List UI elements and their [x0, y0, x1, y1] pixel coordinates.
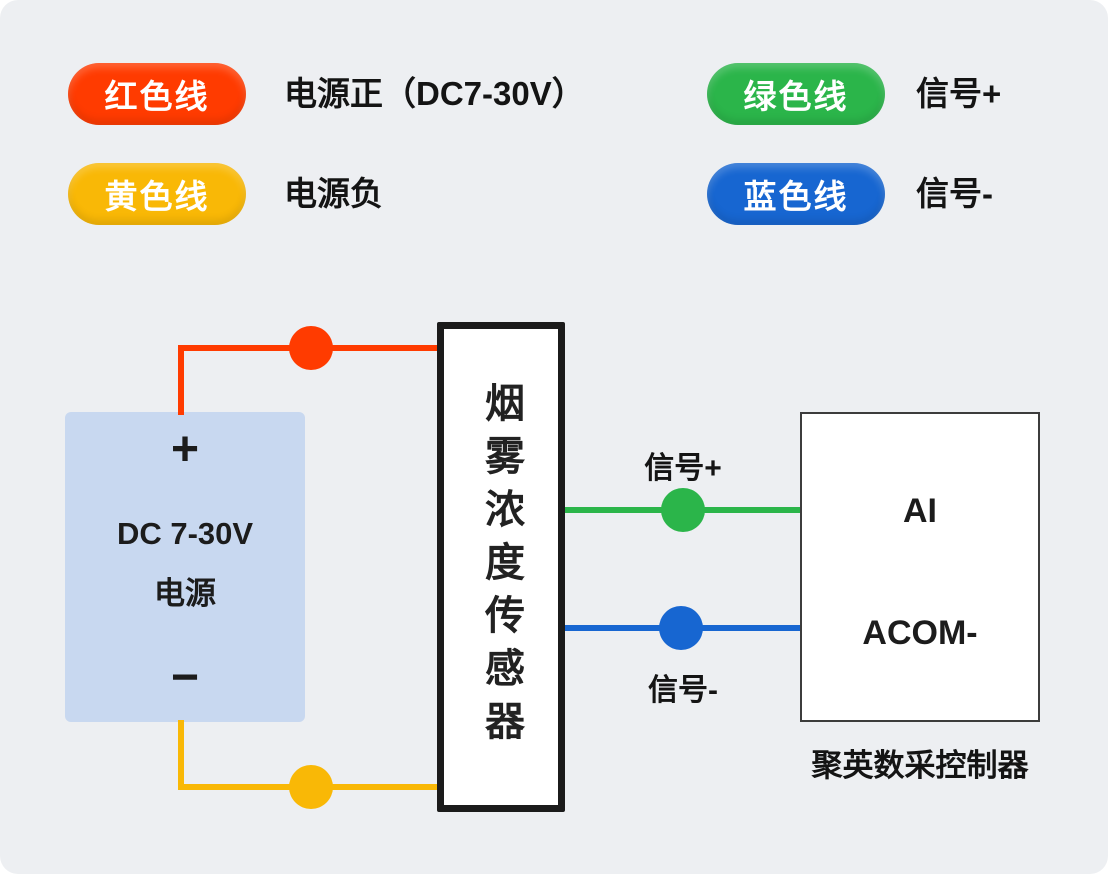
legend-pill-green-wire: 绿色线 [707, 63, 885, 125]
controller-terminal-ai: AI [903, 492, 937, 530]
legend-pill-blue-wire: 蓝色线 [707, 163, 885, 225]
legend-pill-red-wire: 红色线 [68, 63, 246, 125]
red-wire-junction-dot [289, 326, 333, 370]
legend-label-signal-minus: 信号- [916, 175, 993, 212]
power-supply-name: DC 7-30V 电源 [117, 516, 253, 613]
yellow-wire-junction-dot [289, 765, 333, 809]
yellow-wire-vertical [178, 720, 184, 788]
legend-pill-yellow-wire: 黄色线 [68, 163, 246, 225]
blue-wire-junction-dot [659, 606, 703, 650]
smoke-sensor-label: 烟雾浓度传感器 [479, 381, 523, 753]
legend-label-signal-plus: 信号+ [916, 75, 1002, 112]
controller-terminal-acom: ACOM- [862, 614, 978, 652]
power-supply-voltage: DC 7-30V [116, 515, 254, 551]
legend-label-power-negative: 电源负 [284, 175, 383, 212]
power-minus-terminal: − [170, 651, 200, 704]
signal-minus-wire-label: 信号- [648, 674, 718, 707]
green-wire-junction-dot [661, 488, 705, 532]
signal-plus-wire-label: 信号+ [644, 452, 722, 485]
power-supply-word: 电源 [153, 575, 216, 611]
power-supply-box: + DC 7-30V 电源 − [65, 412, 305, 722]
red-wire-vertical [178, 345, 184, 415]
legend-label-power-positive: 电源正（DC7-30V） [284, 75, 585, 112]
smoke-sensor-box: 烟雾浓度传感器 [437, 322, 565, 812]
controller-box: AI ACOM- [800, 412, 1040, 722]
controller-caption: 聚英数采控制器 [811, 748, 1029, 783]
power-plus-terminal: + [170, 423, 200, 476]
